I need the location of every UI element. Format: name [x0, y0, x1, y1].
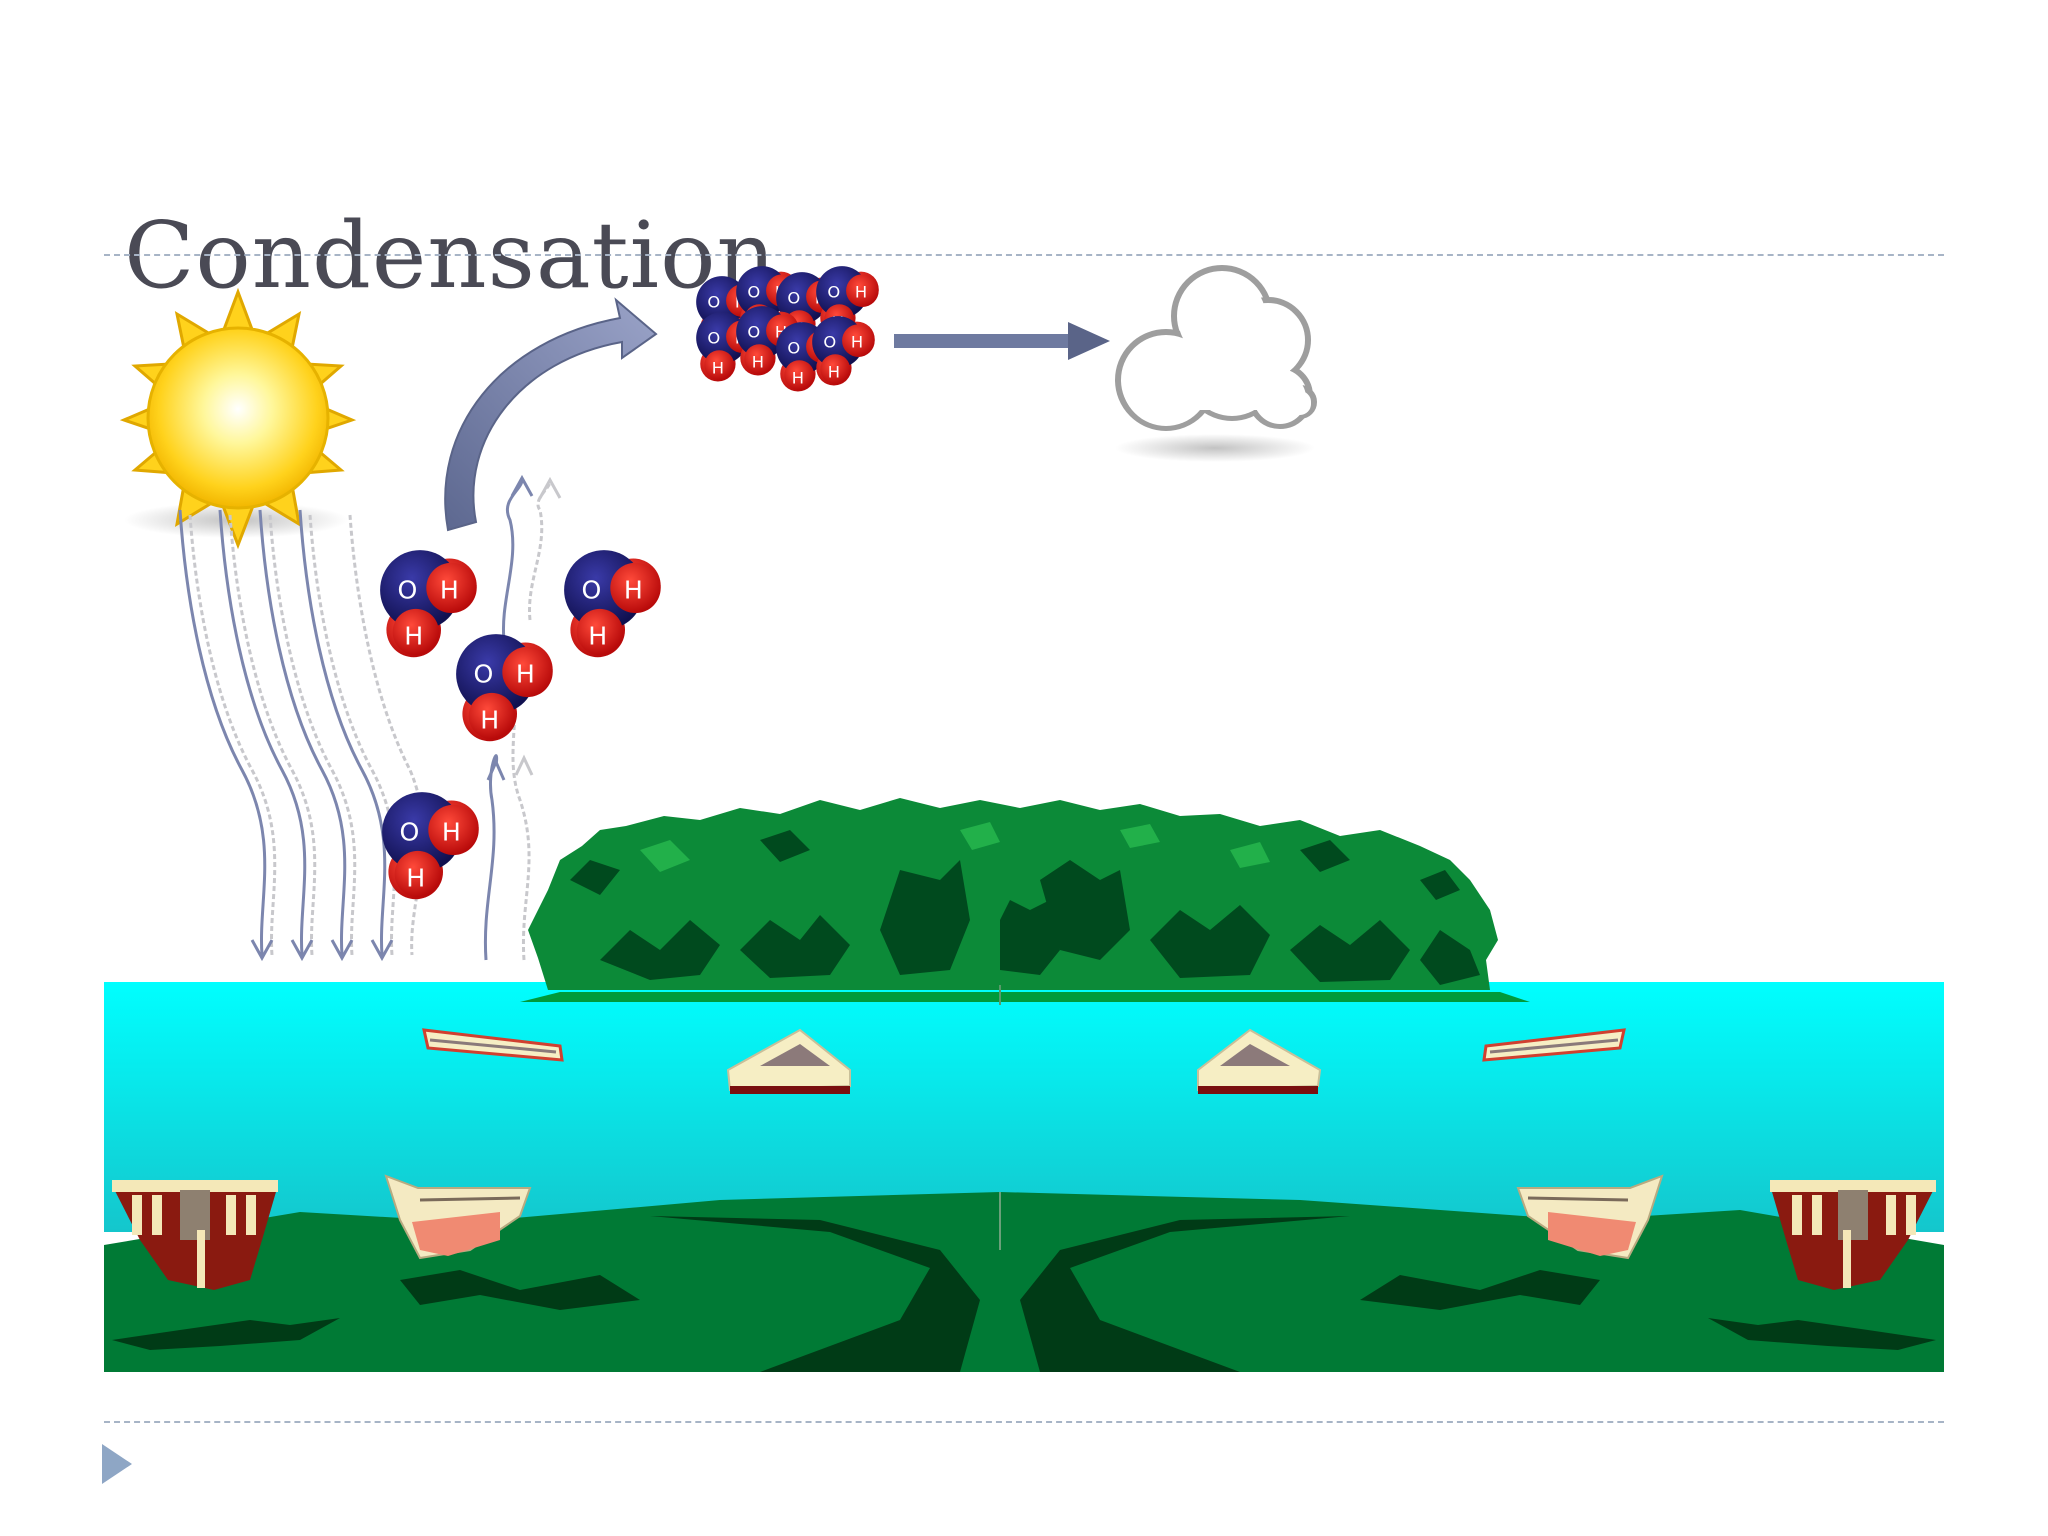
oxygen-label: O [747, 282, 760, 301]
oxygen-label: O [827, 282, 840, 301]
shore-land [104, 1192, 1944, 1372]
hydrogen-label: H [855, 282, 867, 301]
hydrogen-label: H [851, 332, 863, 351]
hydrogen-label: H [792, 368, 804, 387]
rising-vapor-arrow [445, 300, 656, 530]
hydrogen-label: H [404, 622, 423, 651]
hydrogen-label: H [712, 358, 724, 377]
condense-to-cloud-arrow [894, 322, 1110, 360]
condensed-molecule-cluster: OHHOHHOHHOHHOHHOHHOHHOHH [696, 266, 879, 391]
hydrogen-label: H [480, 706, 499, 735]
oxygen-label: O [707, 292, 720, 311]
hydrogen-label: H [588, 622, 607, 651]
oxygen-label: O [747, 322, 760, 341]
oxygen-label: O [707, 328, 720, 347]
oxygen-label: O [823, 332, 836, 351]
hydrogen-label: H [406, 864, 425, 893]
hydrogen-label: H [440, 575, 459, 604]
oxygen-label: O [473, 659, 493, 688]
hydrogen-label: H [442, 817, 461, 846]
oxygen-label: O [787, 338, 800, 357]
hydrogen-label: H [752, 352, 764, 371]
cloud-icon [1115, 268, 1315, 462]
sun-icon [124, 292, 352, 545]
oxygen-label: O [397, 575, 417, 604]
hydrogen-label: H [828, 362, 840, 381]
hydrogen-label: H [516, 659, 535, 688]
hydrogen-label: H [624, 575, 643, 604]
oxygen-label: O [787, 288, 800, 307]
island [520, 798, 1530, 1005]
oxygen-label: O [581, 575, 601, 604]
oxygen-label: O [399, 817, 419, 846]
